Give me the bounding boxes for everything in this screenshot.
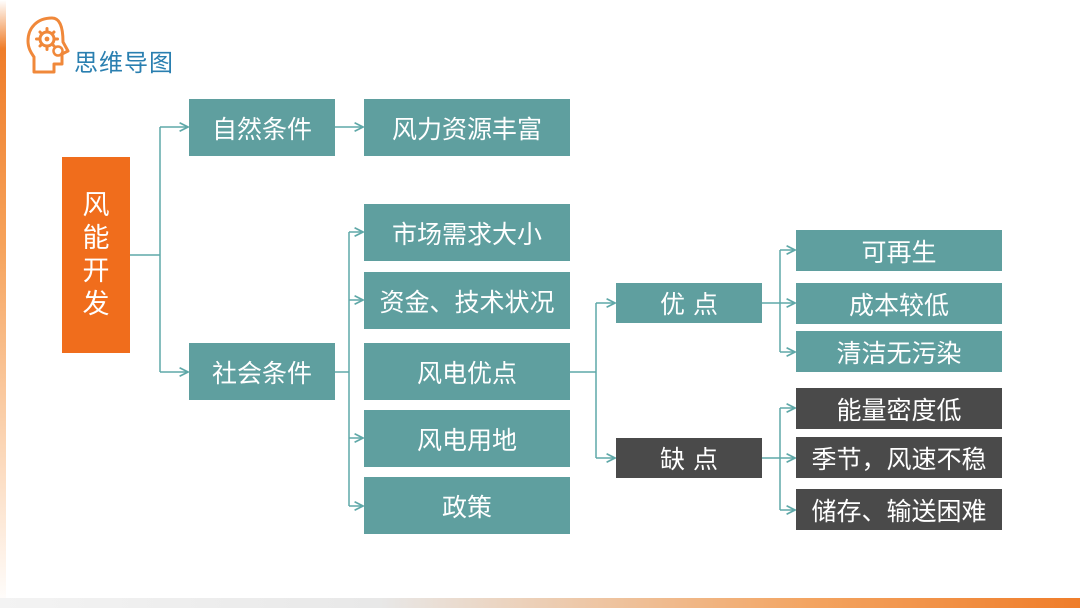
node-market-demand: 市场需求大小	[364, 204, 570, 261]
page-title: 思维导图	[74, 49, 174, 77]
branch-natural-conditions: 自然条件	[189, 99, 335, 156]
node-policy: 政策	[364, 477, 570, 534]
branch-social-conditions: 社会条件	[189, 343, 335, 400]
head-gears-icon	[26, 16, 70, 74]
node-renewable: 可再生	[796, 230, 1002, 271]
bottom-accent-bar	[0, 598, 1080, 608]
node-low-energy-density: 能量密度低	[796, 388, 1002, 429]
node-disadvantages: 缺 点	[616, 438, 762, 478]
node-rich-wind-resources: 风力资源丰富	[364, 99, 570, 156]
node-wind-farm-land: 风电用地	[364, 410, 570, 467]
node-funding-technology: 资金、技术状况	[364, 272, 570, 329]
node-wind-power-merits: 风电优点	[364, 343, 570, 400]
left-accent-bar	[0, 0, 6, 608]
node-clean-pollution-free: 清洁无污染	[796, 331, 1002, 372]
node-advantages: 优 点	[616, 283, 762, 323]
node-low-cost: 成本较低	[796, 283, 1002, 324]
node-storage-transmission-difficulty: 储存、输送困难	[796, 489, 1002, 530]
root-node: 风能开发	[62, 157, 130, 353]
node-seasonal-unstable-wind: 季节，风速不稳	[796, 437, 1002, 478]
